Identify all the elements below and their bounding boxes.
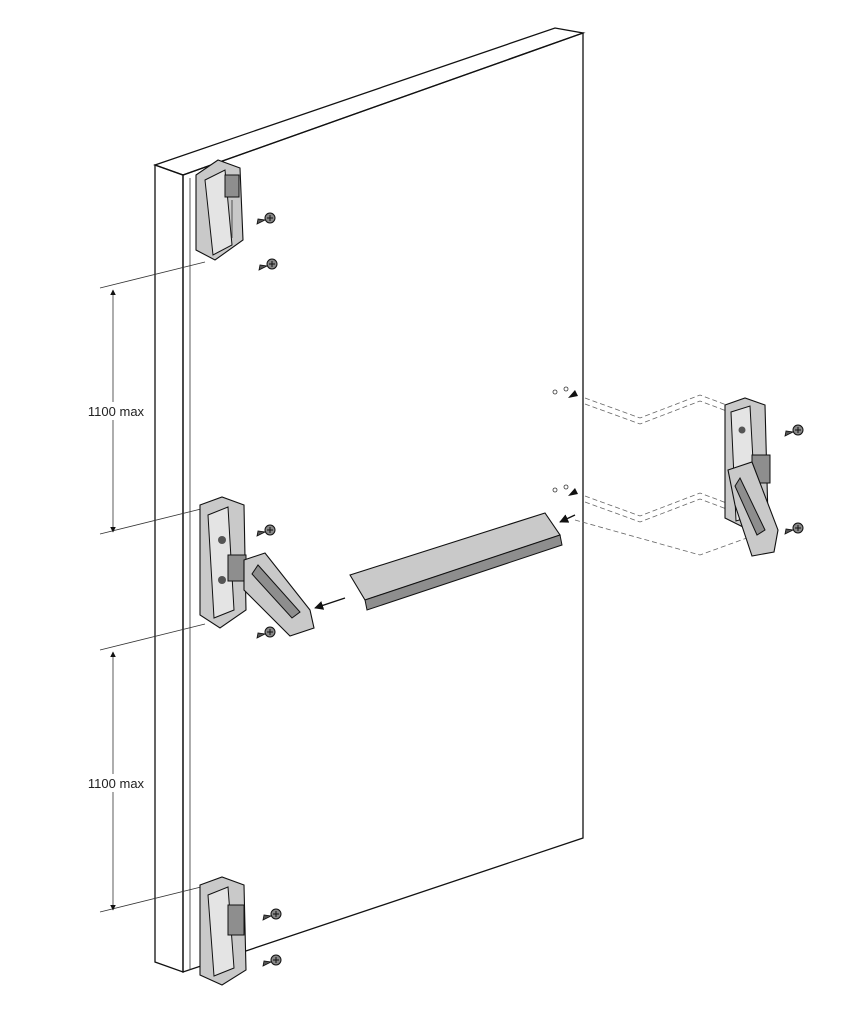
dimension-label-lower: 1100 max: [88, 776, 145, 791]
dimension-label-upper: 1100 max: [88, 404, 145, 419]
door-panel: [153, 27, 586, 973]
screw-icon: [262, 908, 282, 967]
push-lever: [243, 552, 315, 637]
arrow-icon: [314, 597, 346, 610]
arrow-icon: [559, 514, 576, 523]
door-top-edge: [153, 27, 586, 176]
screw-icon: [784, 424, 804, 535]
guide-lines: [574, 394, 756, 556]
hinge-icon: [199, 876, 247, 986]
arrow-icon: [568, 390, 578, 496]
door-front-face: [182, 32, 584, 973]
dimension-lower: 1100 max: [78, 623, 206, 913]
door-edge: [154, 164, 184, 973]
push-lever: [727, 461, 779, 557]
drill-holes: [552, 386, 569, 493]
push-bar-icon: [349, 512, 563, 611]
dimension-upper: 1100 max: [78, 261, 206, 535]
screw-icon: [256, 212, 278, 271]
hinge-icon: [195, 159, 244, 261]
hinge-icon: [199, 496, 247, 629]
